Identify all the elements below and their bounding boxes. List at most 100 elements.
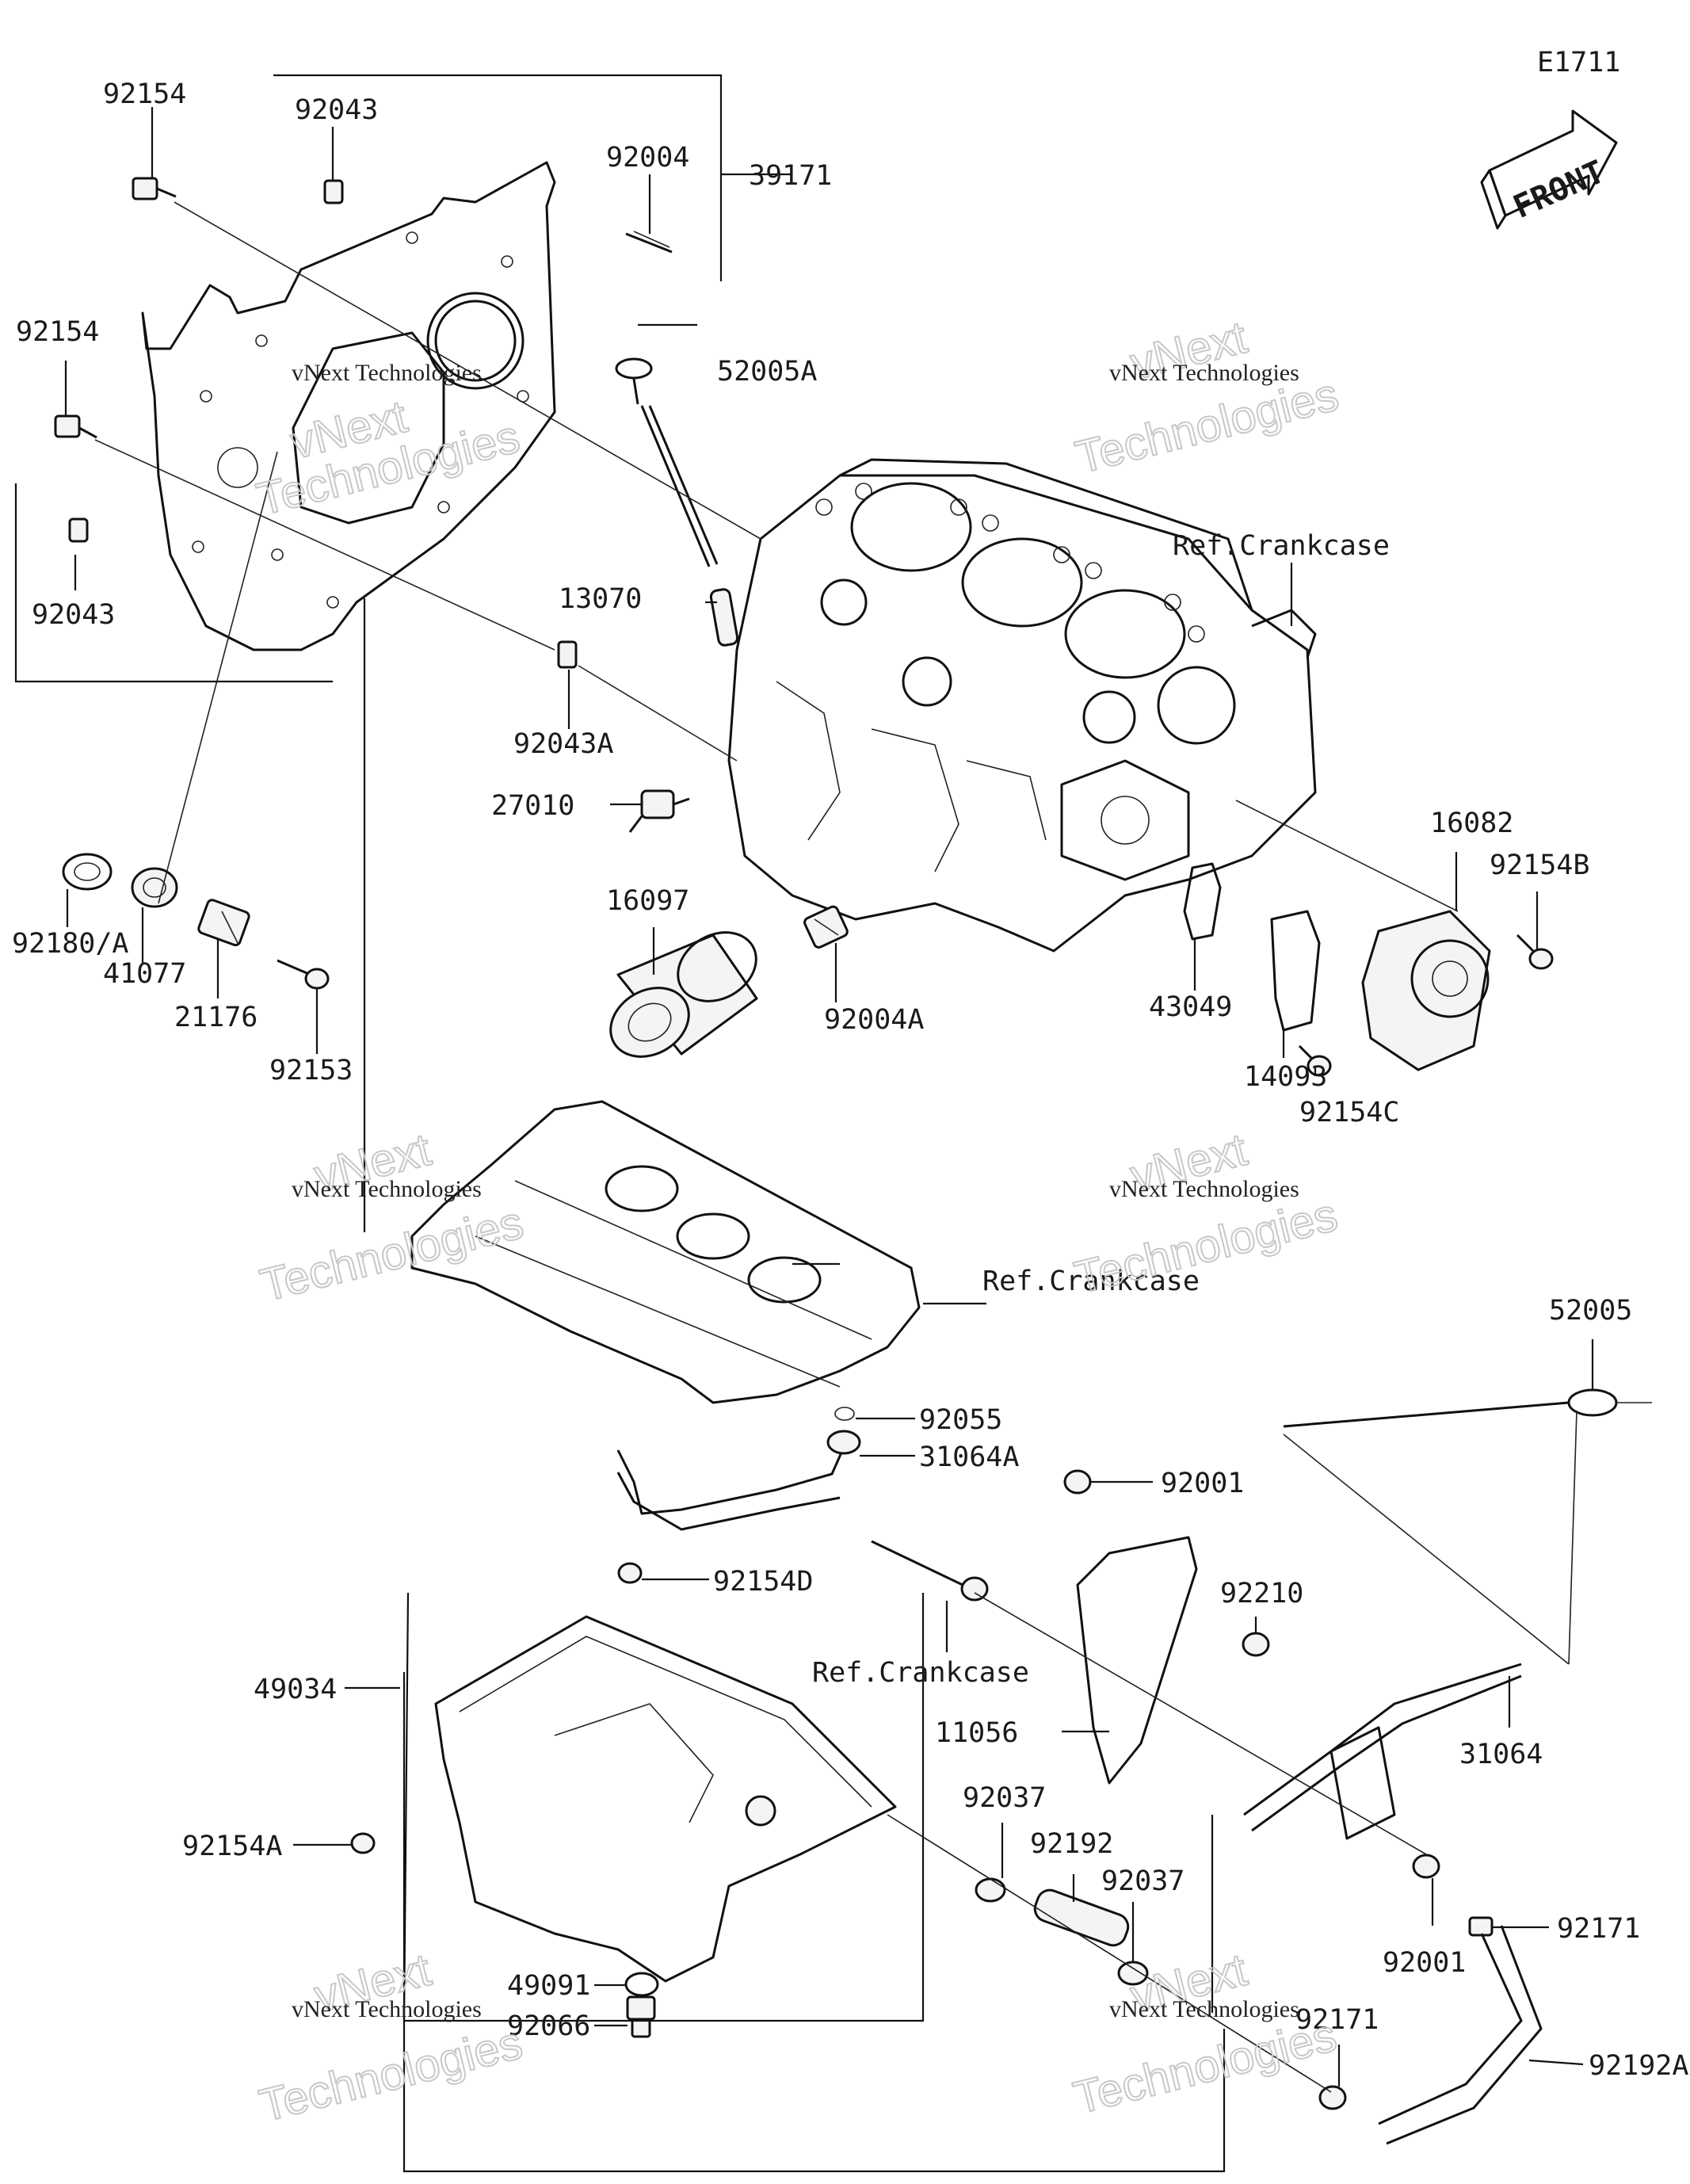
hose-92192A (1378, 1925, 1543, 2145)
dowel-92043-left (68, 517, 89, 543)
nut-92210 (1242, 1632, 1270, 1657)
clamp-92037-a (975, 1877, 1006, 1903)
label-92043-left: 92043 (32, 599, 115, 631)
dipstick-52005A (615, 357, 719, 567)
label-16082: 16082 (1430, 808, 1513, 839)
bolt-92154-top (132, 177, 177, 200)
label-92066: 92066 (507, 2010, 590, 2042)
bolt-92154A (350, 1832, 376, 1854)
oil-pump-16082 (1361, 910, 1491, 1071)
label-92043-top: 92043 (295, 94, 378, 126)
label-49091: 49091 (507, 1970, 590, 2002)
label-92210: 92210 (1220, 1578, 1303, 1609)
label-92171-bottom: 92171 (1295, 2004, 1379, 2036)
watermark-outline-b4: Technologies (1070, 1189, 1342, 1304)
label-92153: 92153 (269, 1055, 353, 1086)
oil-pressure-switch-27010 (628, 789, 690, 833)
fitting-21176 (197, 899, 250, 947)
label-49034: 49034 (254, 1674, 337, 1705)
watermark-outline-b6: Technologies (1069, 2009, 1341, 2124)
cylinder-block (727, 458, 1317, 953)
strainer-31064A (616, 1407, 861, 1531)
bolt-92154D (617, 1562, 643, 1584)
watermark-text-6: vNext Technologies (1109, 1996, 1299, 2022)
watermark-text-5: vNext Technologies (292, 1996, 482, 2022)
watermark-text-3: vNext Technologies (292, 1176, 482, 1202)
dowel-92043A (557, 640, 578, 669)
clamp-92171-a (1468, 1916, 1494, 1937)
watermark-outline-b5: Technologies (254, 2017, 527, 2132)
label-11056: 11056 (935, 1717, 1018, 1749)
diagram-code: E1711 (1537, 47, 1620, 78)
front-label: FRONT (1508, 154, 1610, 226)
stud-ref-crankcase (871, 1540, 989, 1602)
label-92192: 92192 (1030, 1828, 1113, 1860)
bracket-11056 (1076, 1536, 1198, 1785)
label-27010: 27010 (491, 790, 574, 822)
label-92192A: 92192A (1589, 2050, 1688, 2082)
oil-pan-49034 (434, 1615, 897, 1983)
label-92154D: 92154D (713, 1566, 813, 1598)
bolt-92153 (277, 959, 330, 990)
lower-crankcase (410, 1100, 921, 1404)
ref-crankcase-lower: Ref.Crankcase (982, 1266, 1200, 1297)
leader-lines (64, 107, 1594, 2093)
label-92001-bottom: 92001 (1383, 1947, 1466, 1979)
pipe-31064 (1243, 1663, 1522, 1840)
label-39171: 39171 (749, 160, 832, 192)
bolt-92154-left (54, 414, 97, 439)
clamp-92171-b (1318, 2085, 1347, 2110)
label-92001-top: 92001 (1161, 1468, 1244, 1499)
dipstick-52005 (1283, 1388, 1652, 1428)
watermark-text-1: vNext Technologies (292, 360, 482, 386)
watermark-text-2: vNext Technologies (1109, 360, 1299, 386)
label-31064A: 31064A (919, 1441, 1019, 1473)
label-92004A: 92004A (824, 1004, 924, 1036)
drain-plug-92066 (626, 1995, 656, 2038)
label-31064: 31064 (1459, 1739, 1543, 1770)
ref-crankcase-stud: Ref.Crankcase (812, 1657, 1029, 1689)
label-41077: 41077 (103, 958, 186, 990)
nut-92001-bottom (1412, 1854, 1440, 1879)
label-92154B: 92154B (1490, 850, 1589, 881)
cap-41077 (131, 867, 178, 908)
label-92037-a: 92037 (963, 1782, 1046, 1814)
label-92055: 92055 (919, 1404, 1002, 1436)
oil-filter-16097 (609, 931, 758, 1058)
label-16097: 16097 (606, 885, 689, 917)
label-21176: 21176 (174, 1002, 258, 1033)
label-92004: 92004 (606, 142, 689, 174)
label-43049: 43049 (1149, 991, 1232, 1023)
label-52005: 52005 (1549, 1295, 1632, 1327)
bracket-lines (14, 74, 1226, 2173)
nipple-92004A (803, 905, 849, 949)
watermark-text-4: vNext Technologies (1109, 1176, 1299, 1202)
clamp-92037-b (1117, 1961, 1149, 1986)
plate-14093 (1270, 910, 1321, 1032)
label-92171-right: 92171 (1557, 1913, 1640, 1945)
gasket-92180A (62, 853, 113, 891)
dowel-92043-top (323, 179, 344, 204)
label-13070: 13070 (559, 583, 642, 615)
label-52005A: 52005A (717, 356, 817, 388)
label-92154-top: 92154 (103, 78, 186, 110)
part-labels: 92154 92043 92004 39171 92154 52005A 130… (12, 78, 1688, 2082)
label-92154C: 92154C (1299, 1097, 1399, 1128)
label-92154A: 92154A (182, 1831, 282, 1862)
timing-cover-plate (141, 161, 556, 651)
bolt-92154C (1298, 1044, 1332, 1077)
watermark-outline-b3: Technologies (255, 1197, 528, 1312)
ref-crankcase-upper: Ref.Crankcase (1173, 530, 1390, 562)
nut-92001-top (1063, 1469, 1092, 1495)
front-arrow-icon: FRONT (1480, 109, 1618, 230)
gasket-43049 (1183, 862, 1222, 941)
pipe-13070 (709, 588, 739, 647)
label-92154-left: 92154 (16, 316, 99, 348)
drain-washer-49091 (624, 1972, 659, 1997)
bolt-92154B (1516, 934, 1554, 970)
label-92037-b: 92037 (1101, 1865, 1185, 1897)
stud-92004 (625, 231, 673, 254)
label-14093: 14093 (1244, 1061, 1327, 1093)
watermark-group: vNext Technologies vNext Technologies vN… (251, 311, 1345, 2132)
